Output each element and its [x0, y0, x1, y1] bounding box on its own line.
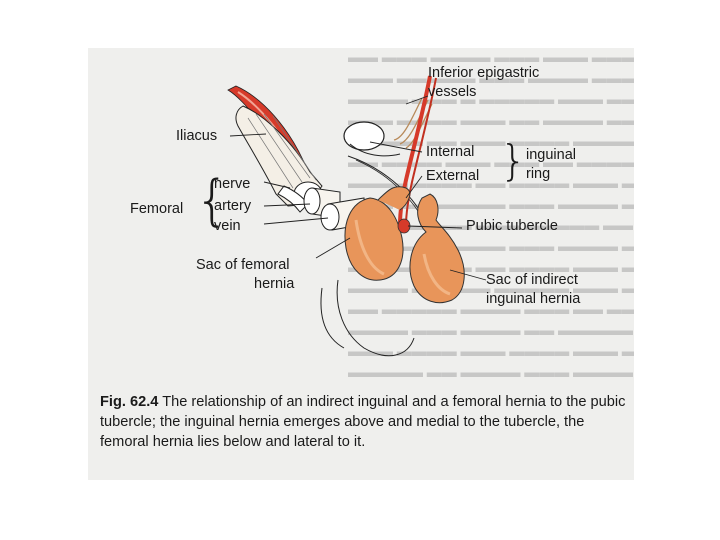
label-nerve: nerve [214, 176, 251, 192]
book-page: ▬▬ ▬▬▬ ▬▬▬▬ ▬▬▬ ▬▬▬ ▬▬▬▬▬ ▬▬▬ ▬▬ ▬▬▬ ▬▬▬… [88, 48, 634, 480]
femoral-brace: { [195, 169, 230, 232]
label-sac-indirect-2: inguinal hernia [486, 291, 581, 307]
figure-number: Fig. 62.4 [100, 394, 159, 410]
femoral-nerve [277, 185, 309, 213]
psoas-bundle [235, 105, 323, 207]
indirect-hernia-sac [409, 193, 465, 304]
anatomy-illustration [227, 75, 487, 357]
leader-lines [229, 95, 487, 281]
figure-caption: Fig. 62.4 The relationship of an indirec… [100, 392, 630, 452]
caption-text: The relationship of an indirect inguinal… [100, 394, 626, 450]
label-iliacus: Iliacus [176, 128, 218, 144]
cord-tail [336, 279, 415, 357]
label-internal: Internal [426, 144, 475, 160]
label-vessels: vessels [428, 84, 477, 100]
label-sac-femoral-2: hernia [254, 276, 295, 292]
inferior-epigastric-vessels [398, 75, 432, 225]
label-inguinal: inguinal [526, 147, 576, 163]
label-artery: artery [214, 198, 252, 214]
label-femoral: Femoral [130, 201, 184, 217]
label-sac-femoral-1: Sac of femoral [196, 257, 290, 273]
label-external: External [426, 168, 480, 184]
label-inferior-epigastric: Inferior epigastric [428, 65, 540, 81]
label-sac-indirect-1: Sac of indirect [486, 272, 578, 288]
label-vein: vein [214, 218, 241, 234]
inguinal-ring-brace: } [500, 136, 527, 185]
femoral-hernia-sac [344, 197, 404, 281]
label-ring: ring [526, 166, 551, 182]
label-pubic-tubercle: Pubic tubercle [466, 218, 558, 234]
internal-ring [343, 121, 385, 151]
inguinal-band [347, 155, 419, 209]
